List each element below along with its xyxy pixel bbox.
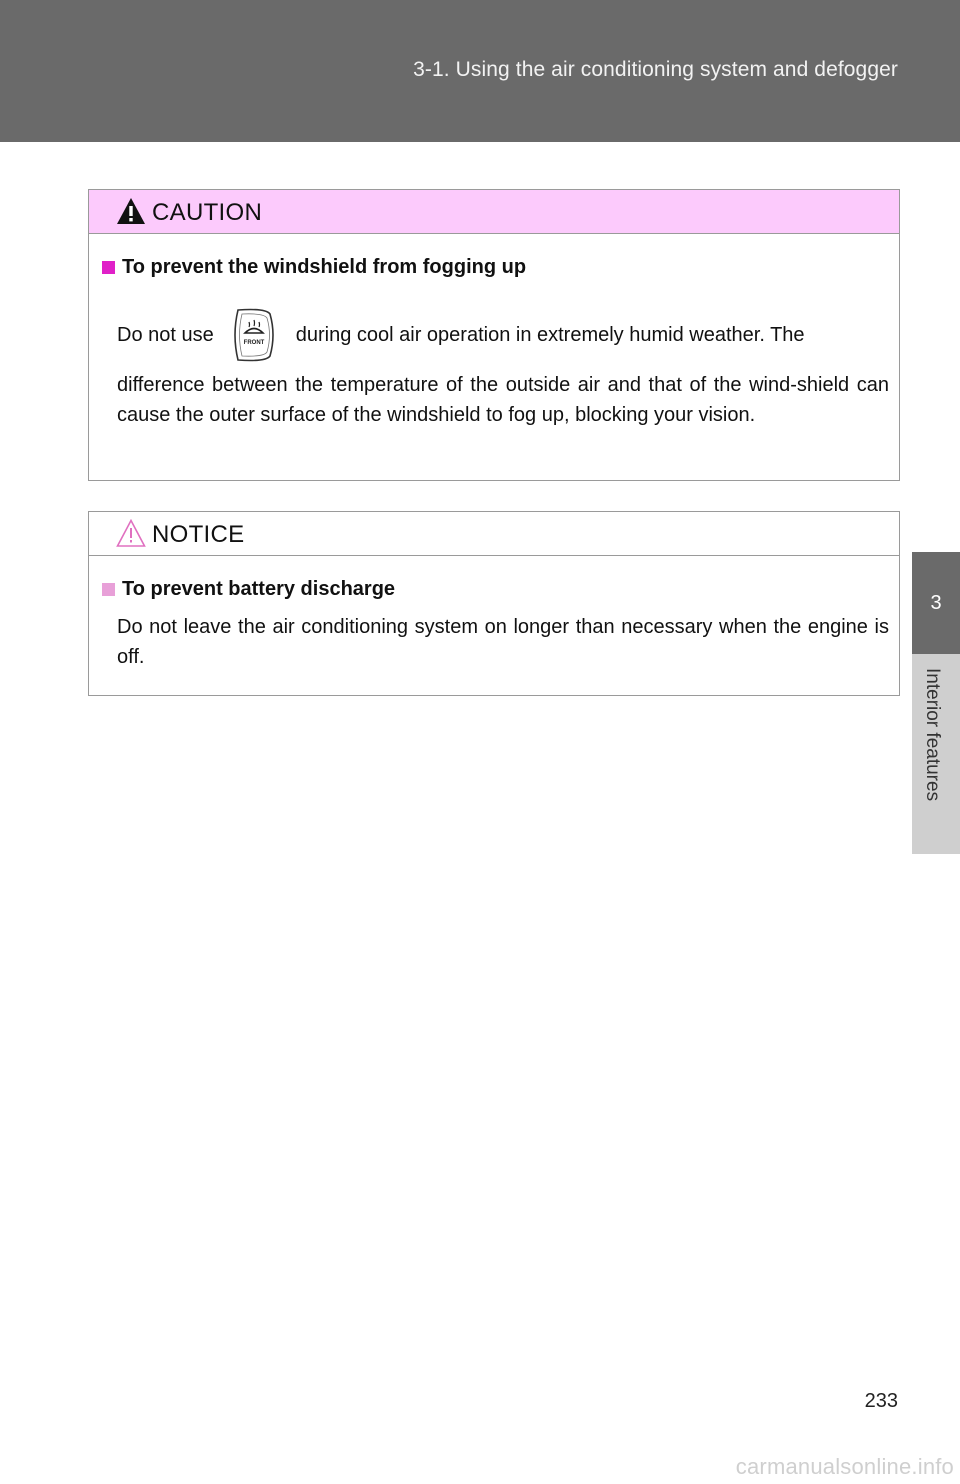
- caution-inline-line: Do not use FRONT during cool air operati…: [117, 306, 889, 364]
- caution-box: CAUTION To prevent the windshield from f…: [88, 189, 900, 481]
- warning-triangle-icon: [117, 198, 145, 224]
- caution-body-text: difference between the temperature of th…: [117, 374, 889, 426]
- watermark: carmanualsonline.info: [735, 1454, 954, 1479]
- bullet-square: [102, 583, 115, 596]
- chapter-tab-label: Interior features: [912, 654, 960, 854]
- notice-box: NOTICE To prevent battery discharge Do n…: [88, 511, 900, 696]
- svg-text:FRONT: FRONT: [243, 340, 264, 346]
- notice-heading-text: To prevent battery discharge: [122, 578, 396, 600]
- notice-body-text: Do not leave the air conditioning system…: [117, 616, 889, 668]
- caution-heading-text: To prevent the windshield from fogging u…: [122, 256, 527, 278]
- caution-heading: To prevent the windshield from fogging u…: [102, 256, 526, 279]
- section-title: 3-1. Using the air conditioning system a…: [413, 58, 898, 81]
- bullet-square: [102, 261, 115, 274]
- notice-triangle-icon: [116, 519, 146, 547]
- notice-heading: To prevent battery discharge: [102, 578, 395, 601]
- front-defroster-icon: FRONT: [233, 308, 274, 362]
- notice-header: NOTICE: [89, 512, 899, 556]
- caution-text-after-icon: during cool air operation in extremely h…: [295, 323, 805, 346]
- chapter-tab-number: 3: [912, 552, 960, 654]
- notice-label: NOTICE: [152, 521, 245, 548]
- caution-header: CAUTION: [89, 190, 899, 234]
- header-bar: 3-1. Using the air conditioning system a…: [0, 0, 960, 142]
- caution-label: CAUTION: [152, 199, 263, 226]
- chapter-label-text: Interior features: [922, 668, 943, 802]
- page-number: 233: [864, 1390, 898, 1412]
- caution-text-before-icon: Do not use: [117, 323, 214, 346]
